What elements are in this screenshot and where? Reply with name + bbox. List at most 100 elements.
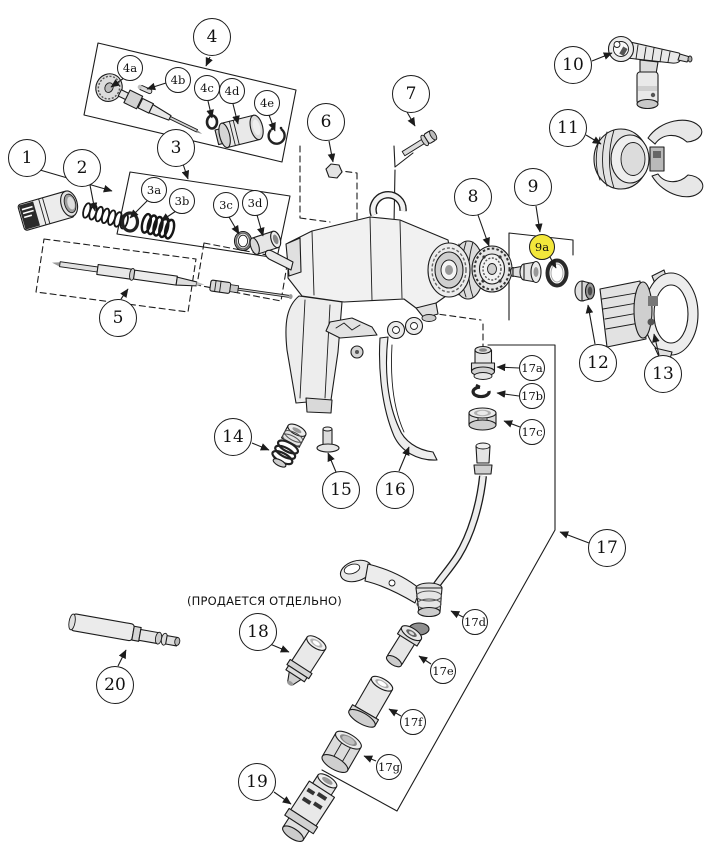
callout-6[interactable]: 6: [307, 103, 345, 141]
callout-3a[interactable]: 3a: [141, 177, 167, 203]
part-12-gasket: [574, 280, 596, 302]
parts-artwork: [17, 35, 704, 842]
callout-17c[interactable]: 17c: [519, 419, 545, 445]
sold-separately-note: (ПРОДАЕТСЯ ОТДЕЛЬНО): [187, 594, 342, 608]
part-5-needle: [52, 261, 293, 300]
leader-4e: [268, 114, 276, 132]
callout-3c[interactable]: 3c: [213, 192, 239, 218]
leader-6: [327, 140, 336, 163]
part-4e-clip: [267, 126, 286, 145]
leader-11: [585, 134, 602, 145]
construction-lines-screw-7: [393, 145, 414, 225]
part-6-plug: [325, 163, 343, 179]
callout-4d[interactable]: 4d: [219, 78, 245, 104]
callout-12[interactable]: 12: [579, 344, 617, 382]
part-4a-knob: [95, 73, 203, 134]
part-16-trigger: [378, 316, 438, 461]
dashed-box-plug-6: [299, 145, 358, 225]
callout-17d[interactable]: 17d: [462, 609, 488, 635]
part-17b-clip: [471, 383, 491, 399]
callout-3b[interactable]: 3b: [169, 188, 195, 214]
part-8-diffuser: [471, 245, 513, 293]
callout-11[interactable]: 11: [549, 109, 587, 147]
callout-8[interactable]: 8: [454, 178, 492, 216]
callout-4b[interactable]: 4b: [165, 67, 191, 93]
leader-14: [251, 442, 270, 451]
leader-9a: [548, 256, 557, 269]
leader-10: [591, 52, 613, 62]
part-17e-bolt: [385, 625, 423, 668]
callout-20[interactable]: 20: [96, 666, 134, 704]
dashed-box-needle-left: [35, 238, 197, 313]
callout-4c[interactable]: 4c: [194, 75, 220, 101]
leader-4a: [110, 77, 125, 88]
callout-4a[interactable]: 4a: [117, 55, 143, 81]
part-9a-seal: [545, 258, 569, 288]
part-3b-spring: [140, 212, 176, 240]
leader-17d: [450, 610, 464, 619]
part-14-valve: [271, 423, 307, 468]
leader-4d: [232, 103, 240, 125]
callout-3d[interactable]: 3d: [242, 190, 268, 216]
callout-17b[interactable]: 17b: [519, 383, 545, 409]
part-9-seat: [510, 260, 542, 284]
leader-4c: [206, 100, 214, 119]
callout-16[interactable]: 16: [376, 471, 414, 509]
leader-13: [652, 333, 660, 356]
part-10-spray-tip: [607, 35, 693, 110]
leader-20: [117, 649, 127, 667]
leader-3d: [256, 214, 265, 237]
callout-13[interactable]: 13: [644, 355, 682, 393]
leader-4: [205, 56, 213, 67]
leader-17c: [503, 420, 521, 428]
leader-5: [120, 288, 129, 300]
part-11-guard: [593, 119, 704, 198]
callout-17[interactable]: 17: [588, 529, 626, 567]
callout-1[interactable]: 1: [8, 139, 46, 177]
leader-9: [534, 205, 543, 233]
group-box-4: [83, 42, 297, 163]
leader-3: [181, 163, 190, 180]
callout-4[interactable]: 4: [193, 18, 231, 56]
part-17-tube-assembly: [339, 442, 493, 636]
part-17g-nut: [321, 730, 362, 773]
part-15-pin: [316, 426, 340, 453]
part-3c-packing: [233, 230, 253, 252]
callout-3[interactable]: 3: [157, 129, 195, 167]
callout-10[interactable]: 10: [554, 46, 592, 84]
callout-9a[interactable]: 9a: [529, 234, 555, 260]
callout-2[interactable]: 2: [63, 149, 101, 187]
callout-17a[interactable]: 17a: [519, 355, 545, 381]
callout-7[interactable]: 7: [392, 75, 430, 113]
leader-8: [477, 214, 490, 247]
leader-17e: [418, 655, 432, 665]
dashed-line-gun-to-17a: [429, 312, 484, 347]
part-18-nozzle: [285, 635, 327, 686]
leader-17g: [363, 755, 377, 763]
callout-17f[interactable]: 17f: [400, 709, 426, 735]
part-17a-fitting: [470, 345, 496, 380]
part-4b-pin: [137, 84, 153, 95]
leader-19: [273, 791, 292, 805]
callout-9[interactable]: 9: [514, 168, 552, 206]
leader-17b: [496, 390, 520, 398]
leader-15: [327, 452, 337, 473]
part-3a-oring: [120, 211, 140, 233]
callout-14[interactable]: 14: [214, 418, 252, 456]
callout-17g[interactable]: 17g: [376, 754, 402, 780]
group-bracket-17: [321, 344, 556, 812]
leader-18: [269, 643, 290, 653]
part-13-guard: [599, 269, 699, 373]
callout-17e[interactable]: 17e: [430, 658, 456, 684]
callout-15[interactable]: 15: [322, 471, 360, 509]
callout-18[interactable]: 18: [239, 613, 277, 651]
leader-12: [585, 304, 596, 345]
leader-16: [398, 446, 410, 472]
callout-5[interactable]: 5: [99, 299, 137, 337]
part-20-extension: [68, 613, 181, 647]
callout-19[interactable]: 19: [238, 763, 276, 801]
callout-4e[interactable]: 4e: [254, 90, 280, 116]
leader-17: [559, 531, 590, 544]
